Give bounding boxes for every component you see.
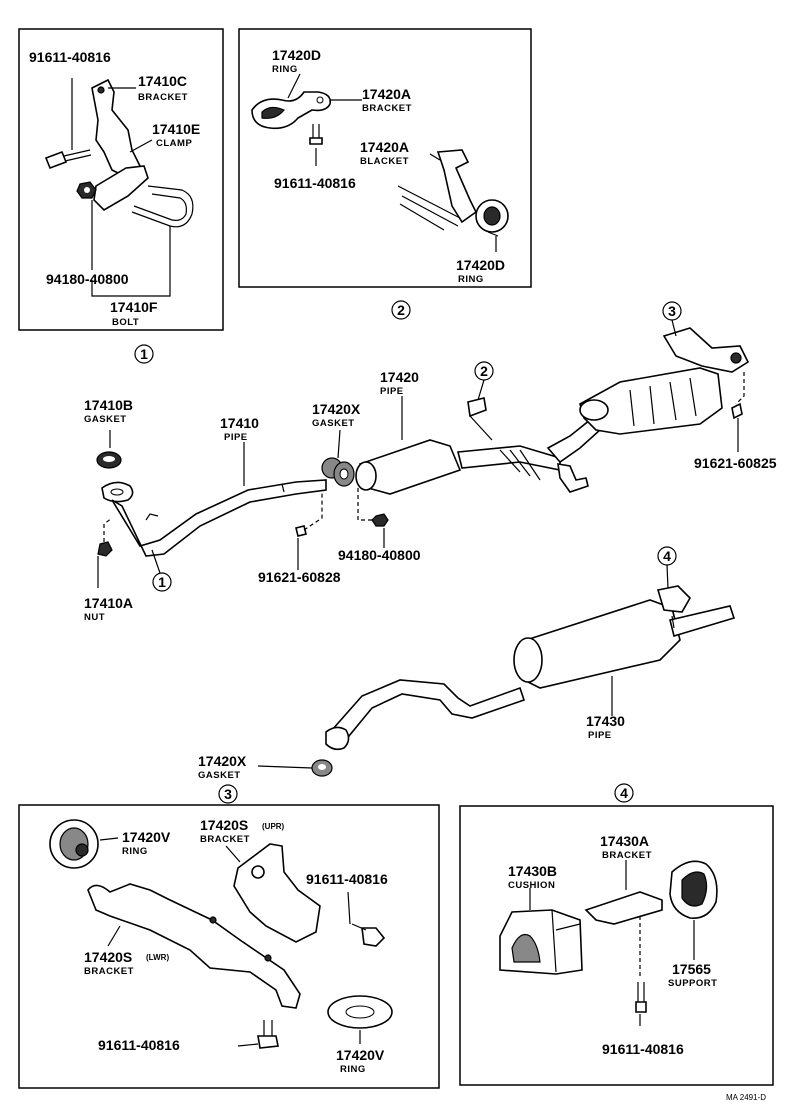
- callout-c10-name: RING: [458, 274, 484, 285]
- callout-c8-number: 91611-40816: [274, 175, 356, 191]
- bolt-91611-40816-c: [361, 927, 386, 947]
- callout-c21-name: RING: [122, 846, 148, 857]
- callout-c29-number: 17565: [672, 961, 711, 977]
- pipe-17430: [330, 679, 526, 744]
- svg-text:1: 1: [158, 574, 166, 590]
- callout-c16-name: NUT: [84, 612, 105, 623]
- callout-c6-name: RING: [272, 64, 298, 75]
- callout-c10-number: 17420D: [456, 257, 505, 273]
- callout-c13-number: 17420X: [312, 401, 361, 417]
- bolt-91621-60825: [731, 402, 743, 420]
- callout-c20-name: GASKET: [198, 770, 241, 781]
- callout-c7-name: BRACKET: [362, 103, 412, 114]
- bolt-91611-40816-d: [257, 1035, 279, 1049]
- callout-c22-number: 17420S: [200, 817, 248, 833]
- callout-c21-number: 17420V: [122, 829, 171, 845]
- bracket-17430a: [584, 891, 663, 925]
- detail-box-3: [18, 804, 440, 1089]
- cushion-17430b: [499, 909, 583, 975]
- nut-94180-40800-b: [371, 513, 389, 527]
- callout-c14-name: PIPE: [380, 386, 404, 397]
- pipe-17410: [111, 479, 327, 557]
- callout-c27-number: 17430B: [508, 863, 557, 879]
- blacket-17420a: [436, 149, 478, 224]
- ring-17420d-a: [251, 91, 332, 130]
- circle-marker-2-text: 2: [397, 302, 405, 318]
- callout-c24-qualifier: (LWR): [146, 953, 169, 962]
- callout-c9-number: 17420A: [360, 139, 409, 155]
- callout-c18-number: 94180-40800: [338, 547, 421, 563]
- callout-c22-name: BRACKET: [200, 834, 250, 845]
- svg-text:3: 3: [668, 303, 676, 319]
- callout-c7-number: 17420A: [362, 86, 411, 102]
- svg-text:3: 3: [224, 786, 232, 802]
- callout-c5-number: 17410F: [110, 299, 158, 315]
- callout-c16-number: 17410A: [84, 595, 133, 611]
- circle-marker-1-label: [134, 344, 154, 364]
- callout-c13-name: GASKET: [312, 418, 355, 429]
- callout-c27-name: CUSHION: [508, 880, 555, 891]
- u-bolt-17410f: [131, 185, 194, 228]
- callout-c30-number: 91611-40816: [602, 1041, 684, 1057]
- bracket-17420s-upr: [233, 843, 321, 943]
- callout-c9-name: BLACKET: [360, 156, 409, 167]
- callout-c24-name: BRACKET: [84, 966, 134, 977]
- callout-c28-number: 17430A: [600, 833, 649, 849]
- callout-c11-name: GASKET: [84, 414, 127, 425]
- bolt-91611-40816-b: [309, 137, 323, 145]
- callout-c20-number: 17420X: [198, 753, 247, 769]
- callout-c3-number: 91611-40816: [29, 49, 111, 65]
- detail-box-1: [18, 28, 224, 331]
- muffler-17430: [519, 599, 681, 689]
- callout-c1-number: 17410C: [138, 73, 187, 89]
- svg-text:4: 4: [663, 548, 671, 564]
- callout-c24-number: 17420S: [84, 949, 132, 965]
- callout-c12-name: PIPE: [224, 432, 248, 443]
- callout-c1-name: BRACKET: [138, 92, 188, 103]
- callout-c19-name: PIPE: [588, 730, 612, 741]
- callout-c17-number: 91621-60828: [258, 569, 341, 585]
- detail-box-4: [459, 805, 774, 1086]
- svg-text:2: 2: [480, 363, 488, 379]
- callout-c22-qualifier: (UPR): [262, 822, 285, 831]
- clamp-17410e: [93, 165, 149, 212]
- callout-c6-number: 17420D: [272, 47, 321, 63]
- circle-marker-2-label: [391, 300, 411, 320]
- bracket-hole: [97, 86, 105, 94]
- callout-c5-name: BOLT: [112, 317, 139, 328]
- callout-c28-name: BRACKET: [602, 850, 652, 861]
- callout-c25-number: 91611-40816: [98, 1037, 180, 1053]
- callout-c14-number: 17420: [380, 369, 419, 385]
- bolt-91611-40816-e: [635, 1001, 647, 1013]
- bracket-17410c: [91, 78, 142, 177]
- callout-c2-name: CLAMP: [156, 138, 192, 149]
- drawing-code: MA 2491-D: [726, 1093, 766, 1102]
- callout-c19-number: 17430: [586, 713, 625, 729]
- callout-c4-number: 94180-40800: [46, 271, 129, 287]
- bolt-91621-60828: [295, 525, 307, 537]
- bracket-17420s-lwr: [87, 883, 301, 1009]
- bolt-91611-40816-a: [44, 150, 68, 170]
- pipe-17420-muffler: [358, 439, 462, 495]
- callout-c11-number: 17410B: [84, 397, 133, 413]
- callout-c29-name: SUPPORT: [668, 978, 717, 989]
- circle-marker-1-text: 1: [140, 346, 148, 362]
- callout-c23-number: 91611-40816: [306, 871, 388, 887]
- callout-c26-name: RING: [340, 1064, 366, 1075]
- circle-marker-3-label: [218, 784, 238, 804]
- detail-box-2: [238, 28, 532, 288]
- svg-text:4: 4: [620, 785, 628, 801]
- callout-c2-number: 17410E: [152, 121, 200, 137]
- callout-c26-number: 17420V: [336, 1047, 385, 1063]
- nut-17410a: [97, 541, 113, 557]
- circle-marker-1-main: [152, 572, 172, 592]
- circle-marker-4-label: [614, 783, 634, 803]
- callout-c12-number: 17410: [220, 415, 259, 431]
- callout-c15-number: 91621-60825: [694, 455, 777, 471]
